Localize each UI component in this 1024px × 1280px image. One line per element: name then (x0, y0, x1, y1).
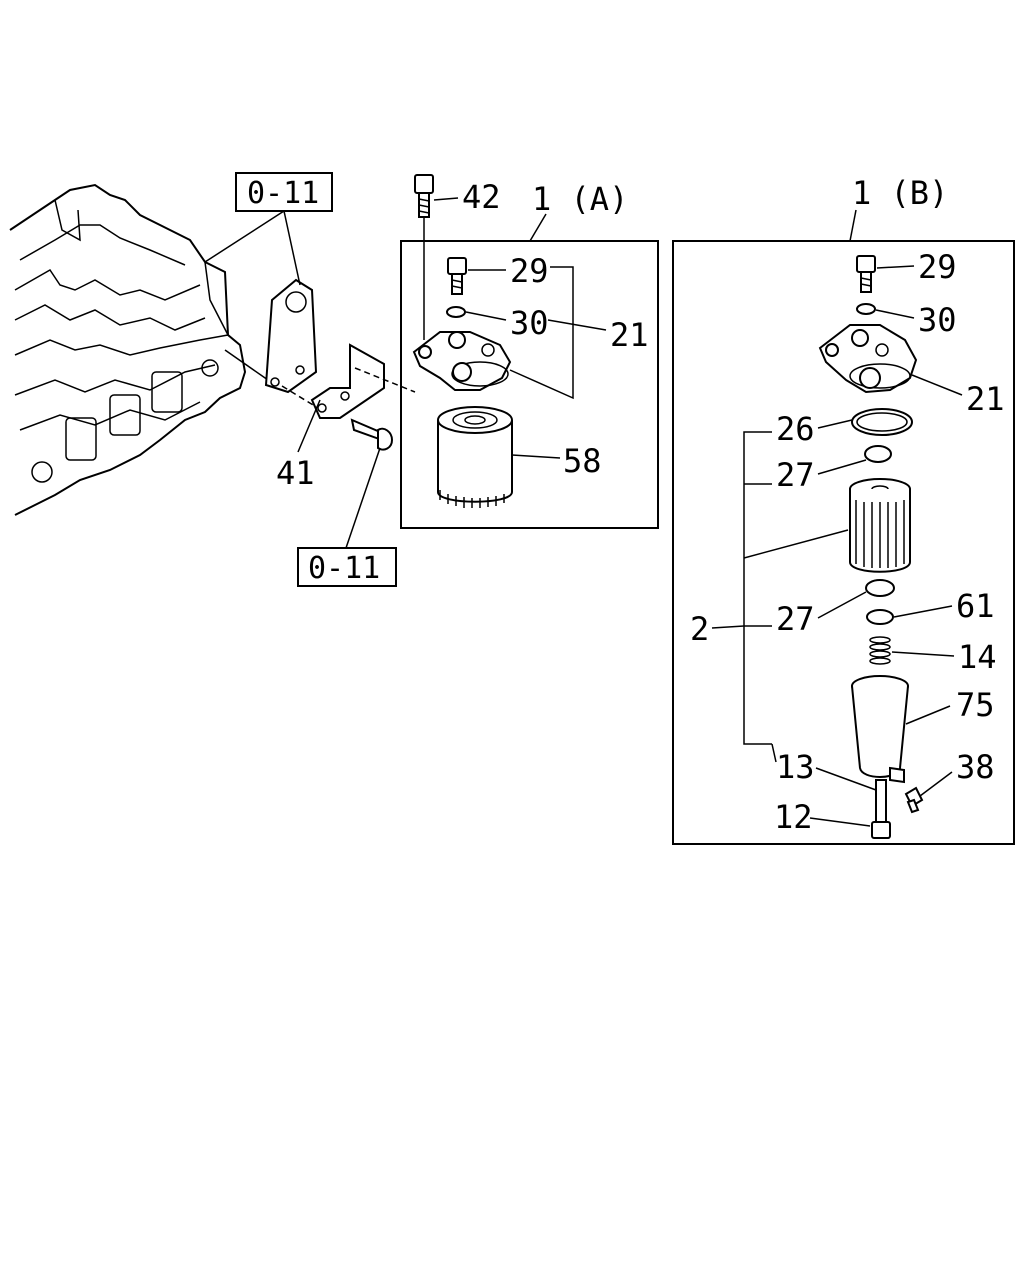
leader-13 (815, 767, 877, 791)
bracket-21-a (509, 266, 574, 400)
leader-30-b (875, 309, 915, 319)
callout-21-a: 21 (610, 316, 649, 354)
fuel-filter-element (849, 478, 911, 573)
o-ring-26 (851, 408, 913, 436)
callout-21-b: 21 (966, 380, 1005, 418)
panel-b-frame (672, 240, 1015, 845)
callout-42: 42 (462, 178, 501, 216)
leader-14 (891, 651, 955, 657)
callout-30-a: 30 (510, 304, 549, 342)
callout-13: 13 (776, 748, 815, 786)
callout-41: 41 (276, 454, 315, 492)
panel-a-frame (400, 240, 659, 529)
filter-bowl-75 (851, 675, 909, 784)
callout-12: 12 (774, 798, 813, 836)
leader-2 (711, 625, 745, 629)
seal-27-upper (864, 445, 892, 463)
drain-plug-38 (904, 786, 924, 814)
bolt-29-b (856, 255, 876, 293)
ref-label-top: 0-11 (247, 176, 319, 211)
bracket-assembly-2-ticks (744, 483, 772, 627)
leader-filter-element (743, 529, 849, 559)
callout-61: 61 (956, 587, 995, 625)
callout-27-b: 27 (776, 600, 815, 638)
callout-38: 38 (956, 748, 995, 786)
washer-61 (866, 609, 894, 625)
leader-75 (905, 705, 951, 725)
leader-ref-bottom (345, 447, 381, 549)
callout-58: 58 (563, 442, 602, 480)
bracket-assembly (264, 278, 416, 451)
nut-12 (871, 821, 891, 839)
leader-42 (433, 197, 459, 201)
leader-ref-top-engine (204, 210, 285, 263)
leader-26 (817, 419, 853, 429)
callout-14: 14 (958, 638, 997, 676)
washer-30-a (446, 306, 466, 318)
leader-21-b (911, 374, 963, 396)
spring-14 (869, 636, 891, 665)
oil-filter-58 (437, 406, 513, 508)
washer-30-b (856, 303, 876, 315)
leader-30-a (465, 311, 507, 321)
callout-26: 26 (776, 410, 815, 448)
ref-label-bottom: 0-11 (308, 551, 380, 586)
filter-head-21-a (412, 331, 512, 391)
callout-29-b: 29 (918, 248, 957, 286)
leader-61 (893, 605, 953, 618)
bolt-29-a (447, 257, 467, 295)
leader-41 (297, 399, 321, 453)
callout-27-a: 27 (776, 456, 815, 494)
panel-a-title-leader (529, 213, 547, 242)
panel-b-title-leader (849, 209, 857, 242)
leader-12 (809, 817, 871, 827)
leader-29-b (876, 265, 915, 269)
callout-2: 2 (690, 610, 709, 648)
filter-head-21-b (818, 324, 918, 394)
callout-30-b: 30 (918, 301, 957, 339)
callout-75: 75 (956, 686, 995, 724)
bolt-42 (414, 174, 434, 218)
callout-29-a: 29 (510, 252, 549, 290)
panel-b-title: 1 (B) (852, 174, 948, 212)
leader-2-13 (771, 743, 777, 763)
leader-38 (919, 771, 953, 797)
center-bolt-13 (875, 779, 887, 823)
ref-box-bottom (297, 547, 397, 587)
leader-27-a (817, 459, 867, 475)
leader-58 (511, 454, 561, 459)
seal-27-lower (865, 579, 895, 597)
leader-21-a (547, 319, 607, 331)
bracket-assembly-2 (743, 431, 772, 745)
panel-a-title: 1 (A) (532, 180, 628, 218)
engine-block (9, 183, 269, 516)
leader-27-b (817, 591, 867, 619)
leader-ref-top-bracket (283, 210, 301, 286)
